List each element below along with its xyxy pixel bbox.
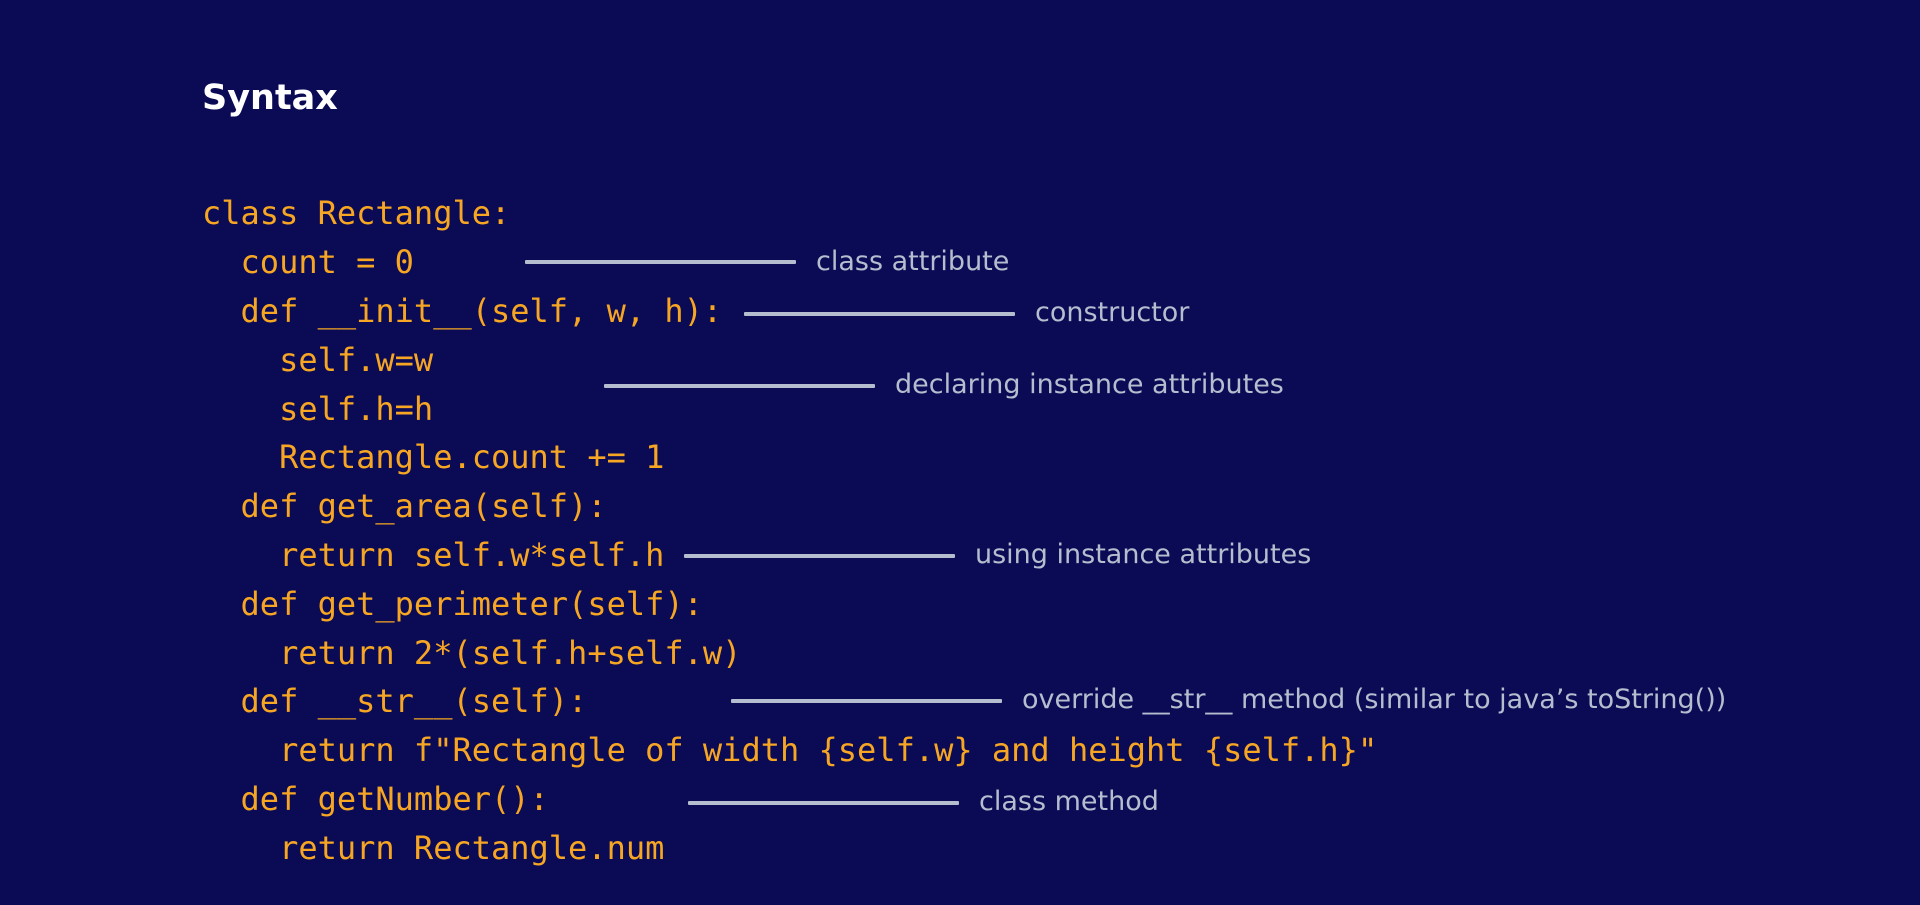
annotation-connector-line <box>525 260 796 264</box>
annotation-connector-line <box>684 554 955 558</box>
code-line: return 2*(self.h+self.w) <box>202 634 742 672</box>
code-line: def __init__(self, w, h): <box>202 292 723 330</box>
annotation-constructor: constructor <box>1035 297 1190 328</box>
code-line: class Rectangle: <box>202 194 511 232</box>
code-line: self.h=h <box>202 390 434 428</box>
annotation-connector-line <box>688 801 959 805</box>
annotation-connector-line <box>604 384 875 388</box>
code-line: def __str__(self): <box>202 682 588 720</box>
annotation-class-attribute: class attribute <box>816 246 1010 277</box>
code-line: return Rectangle.num <box>202 829 665 867</box>
code-line: self.w=w <box>202 341 434 379</box>
code-line: return f"Rectangle of width {self.w} and… <box>202 731 1378 769</box>
annotation-override-str: override __str__ method (similar to java… <box>1022 684 1727 715</box>
annotation-instance-attributes: declaring instance attributes <box>895 369 1284 400</box>
code-line: def get_perimeter(self): <box>202 585 703 623</box>
annotation-connector-line <box>731 699 1002 703</box>
slide-title: Syntax <box>202 78 338 118</box>
code-line: def get_area(self): <box>202 487 607 525</box>
code-line: return self.w*self.h <box>202 536 665 574</box>
annotation-class-method: class method <box>979 786 1159 817</box>
code-line: Rectangle.count += 1 <box>202 438 665 476</box>
annotation-connector-line <box>744 312 1015 316</box>
code-line: count = 0 <box>202 243 414 281</box>
code-line: def getNumber(): <box>202 780 549 818</box>
annotation-using-instance-attributes: using instance attributes <box>975 539 1312 570</box>
